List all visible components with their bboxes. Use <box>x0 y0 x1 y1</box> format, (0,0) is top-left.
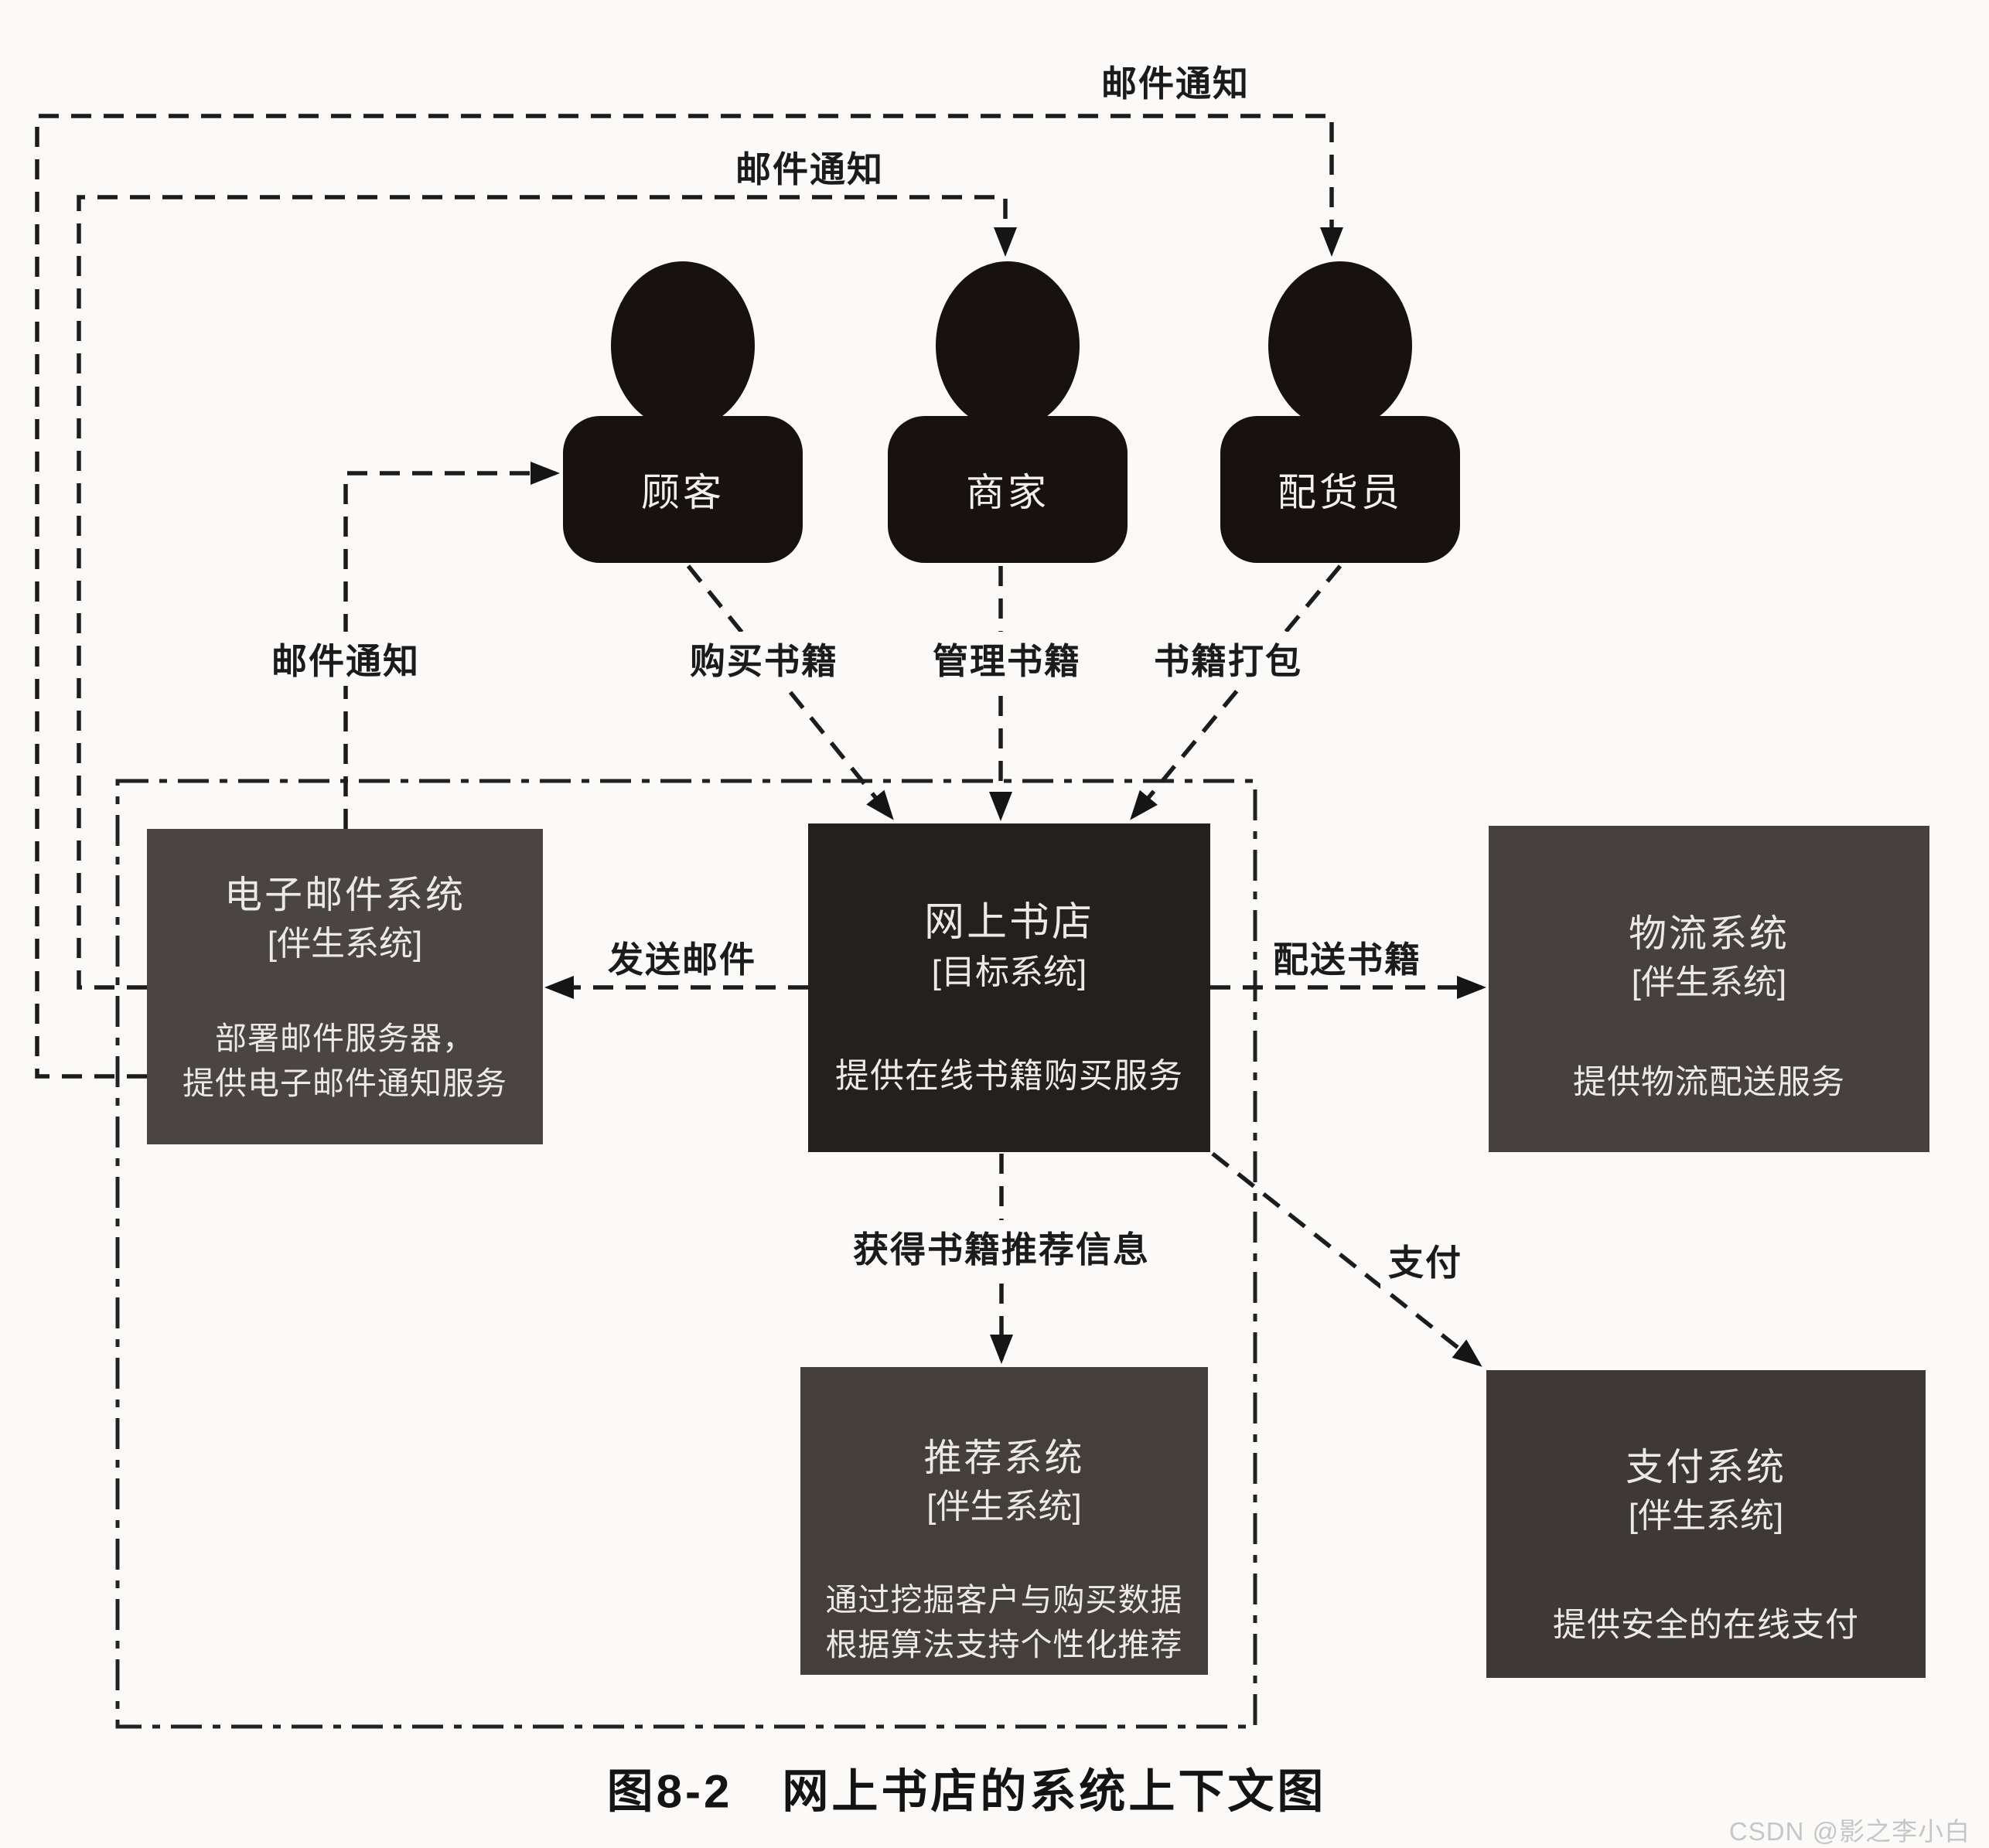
edge-email-notify-deliverer <box>35 114 1343 1079</box>
system-desc-line: 提供在线书籍购买服务 <box>835 1056 1183 1095</box>
customer-person-icon <box>611 261 755 430</box>
system-stereotype: [伴生系统] <box>1628 1497 1784 1536</box>
system-desc-line: 提供物流配送服务 <box>1573 1064 1845 1102</box>
system-description: 提供在线书籍购买服务 <box>835 1052 1183 1100</box>
system-stereotype: [伴生系统] <box>267 925 423 963</box>
edge-email-notify-customer <box>343 462 560 829</box>
edge-label-pay: 支付 <box>1380 1233 1470 1287</box>
edge-label-get-recommendation: 获得书籍推荐信息 <box>845 1220 1158 1274</box>
edge-label-buy-books: 购买书籍 <box>682 632 846 686</box>
system-name: 推荐系统 <box>923 1437 1085 1479</box>
customer-actor-label: 顾客 <box>563 416 803 563</box>
edge-label-manage-books: 管理书籍 <box>925 632 1089 686</box>
system-description: 提供物流配送服务 <box>1573 1059 1845 1106</box>
system-desc-line: 部署邮件服务器， <box>215 1021 475 1057</box>
system-stereotype: [目标系统] <box>931 953 1087 991</box>
system-stereotype: [伴生系统] <box>926 1488 1082 1526</box>
watermark: CSDN @影之李小白 <box>1728 1817 1971 1846</box>
system-description: 通过挖掘客户与购买数据 根据算法支持个性化推荐 <box>826 1577 1183 1667</box>
edge-label-send-email: 发送邮件 <box>600 930 764 984</box>
system-name: 电子邮件系统 <box>223 875 466 916</box>
actor-label: 配货员 <box>1278 471 1403 514</box>
system-box-recommendation: 推荐系统 [伴生系统] 通过挖掘客户与购买数据 根据算法支持个性化推荐 <box>800 1367 1208 1675</box>
edge-label-email-notify-customer: 邮件通知 <box>264 632 428 686</box>
system-description: 部署邮件服务器， 提供电子邮件通知服务 <box>183 1016 507 1106</box>
edge-label-deliver-books: 配送书籍 <box>1265 930 1429 984</box>
system-stereotype: [伴生系统] <box>1631 963 1787 1002</box>
system-name: 网上书店 <box>923 900 1094 945</box>
figure-caption: 图8-2 网上书店的系统上下文图 <box>606 1765 1327 1818</box>
system-box-logistics: 物流系统 [伴生系统] 提供物流配送服务 <box>1489 826 1929 1152</box>
edge-label-email-notify-deliverer: 邮件通知 <box>1093 54 1257 108</box>
edge-pay <box>1211 1151 1482 1367</box>
merchant-actor-label: 商家 <box>888 416 1128 563</box>
edge-pack-books <box>1130 564 1342 820</box>
system-box-payment: 支付系统 [伴生系统] 提供安全的在线支付 <box>1486 1370 1926 1678</box>
merchant-person-icon <box>936 261 1080 430</box>
system-desc-line: 提供电子邮件通知服务 <box>183 1065 507 1102</box>
system-description: 提供安全的在线支付 <box>1553 1602 1859 1649</box>
system-box-email: 电子邮件系统 [伴生系统] 部署邮件服务器， 提供电子邮件通知服务 <box>147 829 543 1144</box>
edge-email-notify-merchant <box>77 195 1017 990</box>
actor-label: 商家 <box>966 471 1049 514</box>
system-name: 支付系统 <box>1625 1447 1786 1488</box>
edge-label-pack-books: 书籍打包 <box>1146 632 1310 686</box>
system-desc-line: 根据算法支持个性化推荐 <box>825 1627 1183 1663</box>
system-name: 物流系统 <box>1628 913 1789 955</box>
system-desc-line: 通过挖掘客户与购买数据 <box>825 1582 1183 1618</box>
edge-label-email-notify-merchant: 邮件通知 <box>728 140 892 194</box>
system-box-bookstore: 网上书店 [目标系统] 提供在线书籍购买服务 <box>808 823 1210 1152</box>
edge-buy-books <box>686 564 894 820</box>
deliverer-person-icon <box>1268 261 1412 430</box>
system-desc-line: 提供安全的在线支付 <box>1553 1607 1859 1645</box>
deliverer-actor-label: 配货员 <box>1220 416 1460 563</box>
actor-label: 顾客 <box>641 471 725 514</box>
